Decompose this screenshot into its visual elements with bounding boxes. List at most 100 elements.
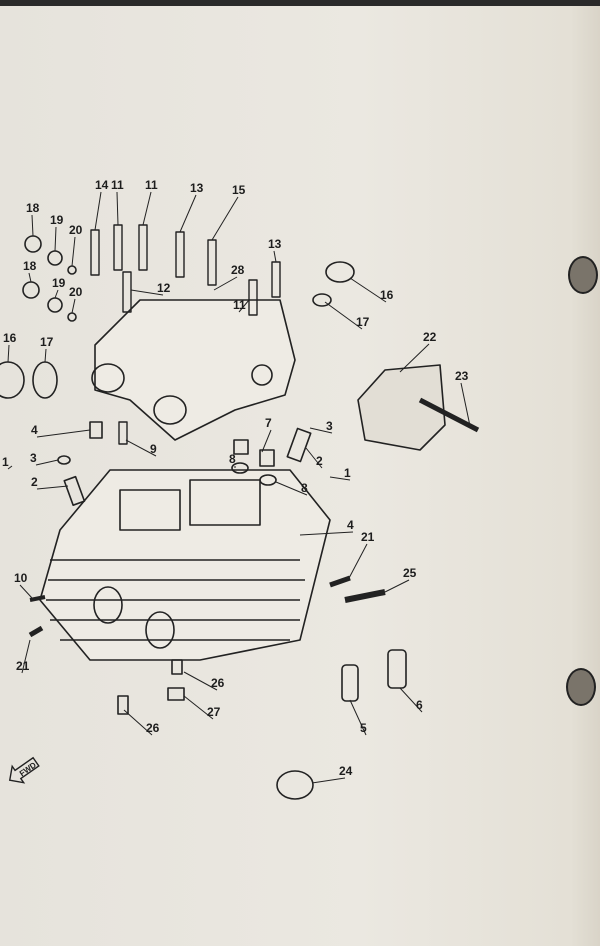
callout-3: 3 bbox=[326, 419, 333, 433]
leader-line-26 bbox=[123, 709, 153, 736]
leader-line-2 bbox=[36, 485, 69, 490]
callout-26: 26 bbox=[146, 721, 160, 735]
leader-line-26 bbox=[183, 671, 218, 691]
callout-8: 8 bbox=[301, 481, 308, 495]
bolts bbox=[90, 224, 480, 445]
callout-28: 28 bbox=[231, 263, 245, 277]
leader-line-17 bbox=[44, 348, 47, 363]
leader-line-19 bbox=[54, 289, 59, 299]
leader-line-18 bbox=[28, 272, 32, 283]
leader-line-4 bbox=[299, 531, 354, 536]
leader-line-12 bbox=[130, 289, 164, 296]
callout-20: 20 bbox=[69, 223, 83, 237]
callout-19: 19 bbox=[50, 213, 64, 227]
leader-line-1 bbox=[329, 476, 351, 481]
callout-19: 19 bbox=[52, 276, 66, 290]
callout-21: 21 bbox=[361, 530, 375, 544]
leader-line-6 bbox=[399, 687, 423, 713]
plug-18 bbox=[24, 235, 42, 253]
leader-line-15 bbox=[211, 196, 239, 241]
callout-17: 17 bbox=[356, 315, 370, 329]
callout-5: 5 bbox=[360, 721, 367, 735]
leader-line-21 bbox=[347, 543, 368, 581]
callout-4: 4 bbox=[31, 423, 38, 437]
binder-hole-bottom bbox=[566, 668, 596, 706]
cap-16-right bbox=[325, 261, 355, 283]
callout-6: 6 bbox=[416, 698, 423, 712]
leader-line-5 bbox=[349, 699, 367, 736]
scan-edge bbox=[0, 0, 600, 6]
leader-line-11 bbox=[238, 299, 250, 313]
callout-13: 13 bbox=[190, 181, 204, 195]
fwd-label: FWD bbox=[18, 760, 38, 778]
leader-line-7 bbox=[261, 429, 272, 453]
binder-hole-top bbox=[568, 256, 598, 294]
callout-1: 1 bbox=[344, 466, 351, 480]
leader-line-2 bbox=[305, 447, 323, 469]
oring-17-left bbox=[32, 361, 58, 399]
leader-line-10 bbox=[19, 584, 33, 599]
callout-16: 16 bbox=[380, 288, 394, 302]
seal-16-left bbox=[0, 361, 25, 399]
callout-14: 14 bbox=[95, 178, 109, 192]
leader-line-13 bbox=[273, 250, 277, 263]
leader-line-20 bbox=[71, 236, 76, 267]
callout-12: 12 bbox=[157, 281, 171, 295]
callout-26: 26 bbox=[211, 676, 225, 690]
callout-11: 11 bbox=[233, 298, 246, 312]
callout-27: 27 bbox=[207, 705, 221, 719]
leader-line-1 bbox=[7, 465, 13, 470]
callout-20: 20 bbox=[69, 285, 83, 299]
callout-21: 21 bbox=[16, 659, 30, 673]
leader-line-27 bbox=[183, 695, 214, 720]
callout-13: 13 bbox=[268, 237, 282, 251]
leader-line-9 bbox=[125, 439, 157, 457]
callout-17: 17 bbox=[40, 335, 54, 349]
callout-10: 10 bbox=[14, 571, 28, 585]
callout-7: 7 bbox=[265, 416, 272, 430]
leader-line-25 bbox=[384, 579, 410, 593]
callout-9: 9 bbox=[150, 442, 157, 456]
callout-2: 2 bbox=[316, 454, 323, 468]
leader-line-14 bbox=[94, 191, 102, 231]
callout-25: 25 bbox=[403, 566, 417, 580]
leader-line-22 bbox=[399, 343, 430, 373]
oil-seal-24 bbox=[276, 770, 314, 800]
callout-11: 11 bbox=[111, 178, 124, 192]
callout-22: 22 bbox=[423, 330, 437, 344]
leader-line-3 bbox=[35, 459, 59, 466]
leader-line-11 bbox=[116, 191, 119, 226]
leader-line-19 bbox=[54, 226, 57, 252]
leader-line-17 bbox=[324, 301, 363, 330]
leader-line-11 bbox=[142, 191, 152, 226]
callout-24: 24 bbox=[339, 764, 353, 778]
leader-line-3 bbox=[309, 427, 333, 434]
callout-2: 2 bbox=[31, 475, 38, 489]
fwd-arrow-icon: FWD bbox=[8, 756, 40, 784]
leader-line-28 bbox=[213, 276, 238, 291]
callout-8: 8 bbox=[229, 452, 236, 466]
leader-line-8 bbox=[275, 481, 308, 496]
callout-3: 3 bbox=[30, 451, 37, 465]
callout-18: 18 bbox=[23, 259, 37, 273]
leader-line-16 bbox=[349, 277, 387, 303]
leader-line-16 bbox=[7, 344, 10, 363]
head-cover bbox=[94, 299, 296, 441]
valve-cover bbox=[357, 364, 446, 451]
leader-line-20 bbox=[71, 298, 76, 314]
leader-line-13 bbox=[179, 194, 197, 233]
cover-port bbox=[91, 363, 125, 393]
callout-4: 4 bbox=[347, 518, 354, 532]
leader-line-4 bbox=[36, 429, 91, 438]
callout-18: 18 bbox=[26, 201, 40, 215]
leader-line-24 bbox=[311, 777, 346, 784]
callout-15: 15 bbox=[232, 183, 246, 197]
callout-1: 1 bbox=[2, 455, 9, 469]
leader-line-18 bbox=[31, 214, 34, 237]
leader-line-21 bbox=[21, 639, 31, 674]
callout-11: 11 bbox=[145, 178, 158, 192]
callout-16: 16 bbox=[3, 331, 17, 345]
callout-23: 23 bbox=[455, 369, 469, 383]
